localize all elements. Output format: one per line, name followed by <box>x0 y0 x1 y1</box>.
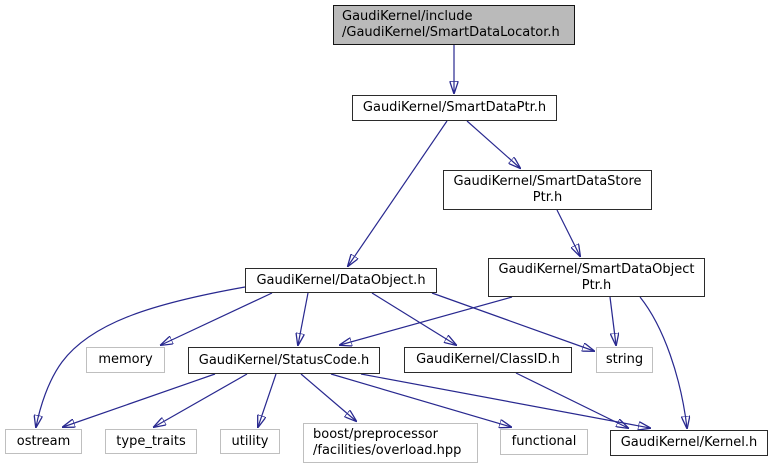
node-functional: functional <box>500 429 588 455</box>
node-dataobject-h[interactable]: GaudiKernel/DataObject.h <box>245 268 437 293</box>
edge-statuscode-kernel <box>360 373 650 428</box>
edge-statuscode-functional <box>330 373 511 427</box>
node-smartdatalocator-h: GaudiKernel/include /GaudiKernel/SmartDa… <box>333 5 575 45</box>
node-classid-h[interactable]: GaudiKernel/ClassID.h <box>404 347 572 373</box>
edge-statuscode-utility <box>258 373 277 427</box>
node-utility: utility <box>220 429 280 454</box>
edge-dataobject-memory <box>161 292 273 345</box>
node-memory: memory <box>86 347 165 373</box>
edge-objectptr-kernel <box>639 296 687 428</box>
edge-objectptr-string <box>609 296 616 345</box>
edge-smartdataptr-dataobject <box>348 120 448 266</box>
edge-statuscode-ostream <box>63 373 216 427</box>
node-smartdataobjectptr-h[interactable]: GaudiKernel/SmartDataObject Ptr.h <box>488 258 705 297</box>
edge-statuscode-typetraits <box>154 373 248 427</box>
node-smartdataptr-h[interactable]: GaudiKernel/SmartDataPtr.h <box>352 95 557 121</box>
node-ostream: ostream <box>5 429 82 454</box>
edge-dataobject-classid <box>371 292 456 345</box>
node-type-traits: type_traits <box>105 429 197 454</box>
edge-dataobject-statuscode <box>298 292 309 345</box>
node-boost-preprocessor-overload-hpp: boost/preprocessor /facilities/overload.… <box>303 423 478 463</box>
node-statuscode-h[interactable]: GaudiKernel/StatusCode.h <box>188 347 380 374</box>
edge-smartdataptr-storeptr <box>466 120 520 168</box>
node-kernel-h[interactable]: GaudiKernel/Kernel.h <box>610 430 768 456</box>
node-string: string <box>596 347 653 373</box>
edge-dataobject-string <box>431 292 594 351</box>
edge-statuscode-boost <box>300 373 356 421</box>
edge-storeptr-objectptr <box>556 209 580 256</box>
edge-classid-kernel <box>515 372 628 428</box>
edge-objectptr-statuscode <box>340 296 513 345</box>
edge-dataobject-ostream <box>36 286 246 427</box>
node-smartdatastoreptr-h[interactable]: GaudiKernel/SmartDataStore Ptr.h <box>443 170 652 210</box>
